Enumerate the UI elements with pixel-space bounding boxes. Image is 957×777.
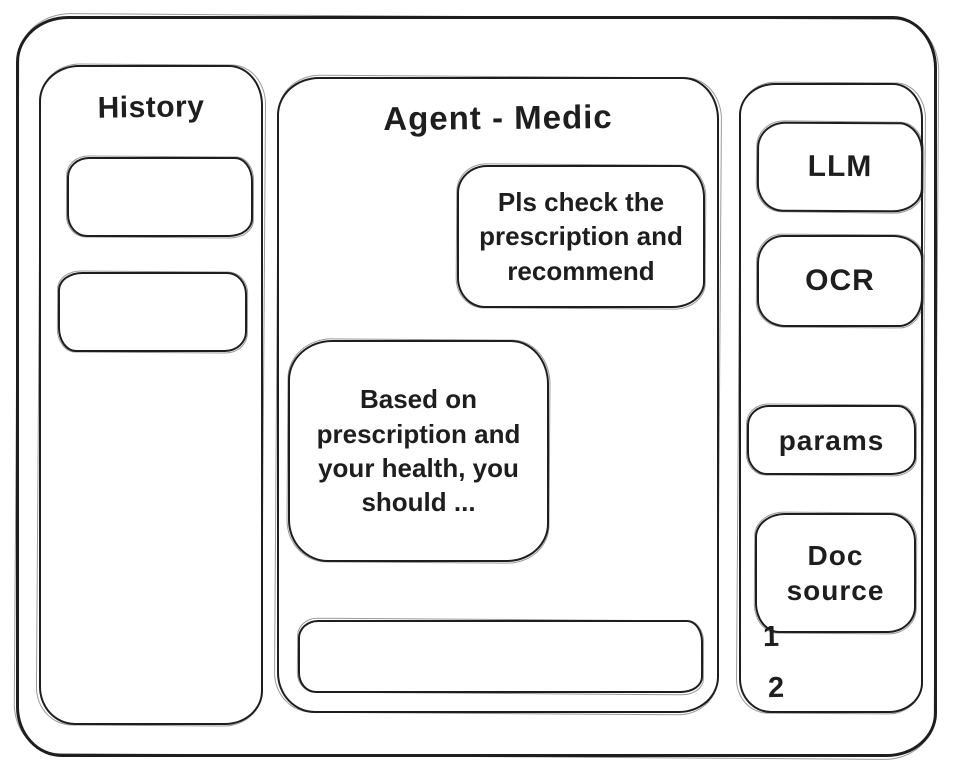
doc-source-item-2[interactable]: 2 — [767, 671, 785, 705]
chat-title: Agent - Medic — [383, 98, 613, 137]
tools-panel: LLM OCR params Doc source 1 2 — [739, 83, 924, 713]
doc-source-button[interactable]: Doc source — [755, 513, 916, 633]
llm-button[interactable]: LLM — [756, 121, 924, 213]
params-button-label: params — [778, 424, 885, 456]
chat-panel: Agent - Medic Pls check the prescription… — [277, 77, 719, 713]
doc-source-item-1[interactable]: 1 — [762, 620, 780, 654]
params-button[interactable]: params — [747, 405, 916, 475]
app-window: History Agent - Medic Pls check the pres… — [16, 16, 937, 757]
message-input-box[interactable] — [298, 620, 703, 693]
assistant-message-bubble: Based on prescription and your health, y… — [288, 340, 549, 562]
history-panel: History — [39, 65, 263, 725]
history-title: History — [97, 90, 205, 125]
assistant-message-text: Based on prescription and your health, y… — [316, 384, 521, 518]
history-item[interactable] — [67, 157, 253, 237]
user-message-bubble: Pls check the prescription and recommend — [457, 165, 705, 308]
ocr-button[interactable]: OCR — [757, 235, 923, 327]
message-input[interactable] — [312, 626, 693, 687]
ocr-button-label: OCR — [805, 264, 875, 298]
history-item[interactable] — [58, 272, 247, 352]
doc-source-button-label: Doc source — [786, 540, 885, 606]
user-message-text: Pls check the prescription and recommend — [479, 187, 683, 286]
llm-button-label: LLM — [807, 150, 873, 184]
